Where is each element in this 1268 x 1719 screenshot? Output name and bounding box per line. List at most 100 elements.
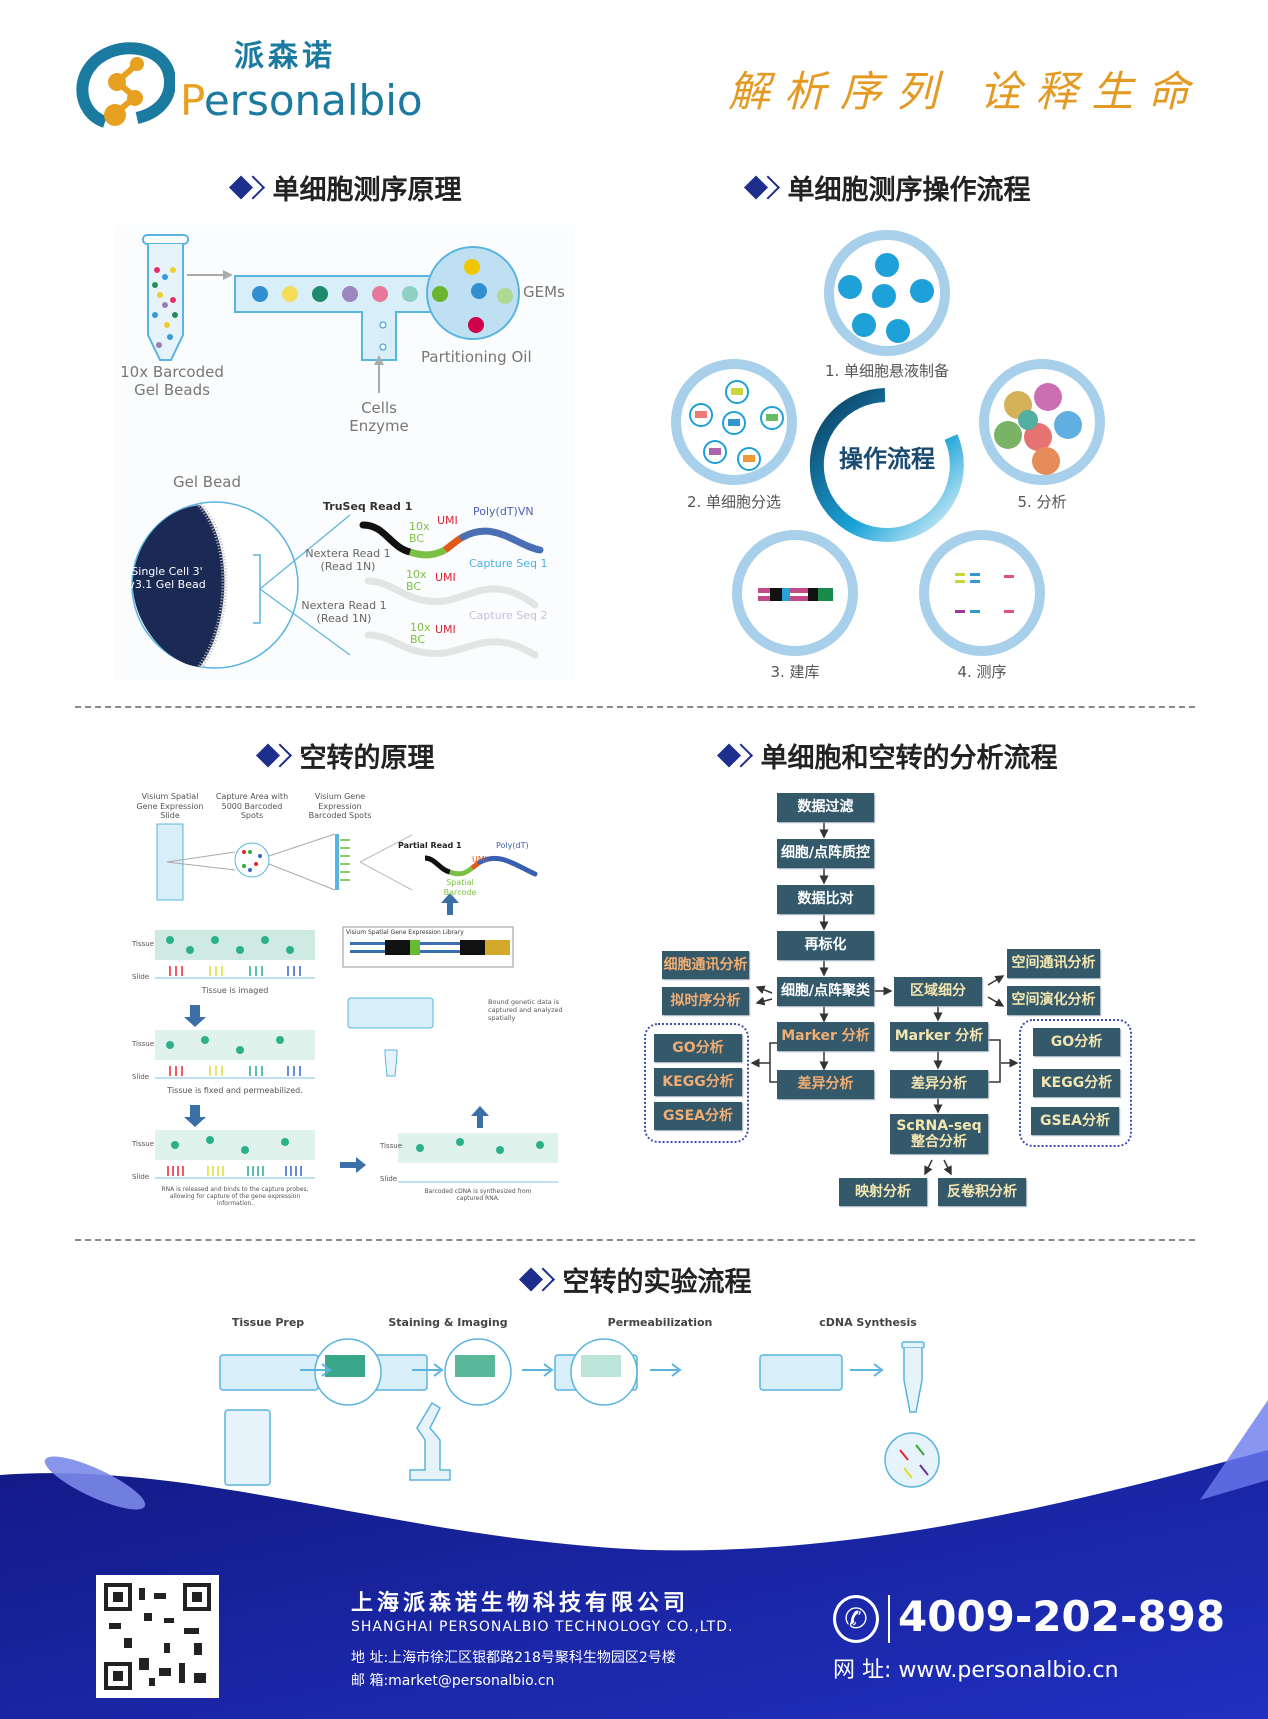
bead-tube-icon xyxy=(142,234,189,361)
gem-illustration xyxy=(131,234,544,669)
library-label: Visium Spatial Gene Expression Library xyxy=(346,929,464,936)
gems-label: GEMs xyxy=(523,283,565,301)
phone-icon: ✆ xyxy=(833,1595,879,1643)
qr-code[interactable] xyxy=(96,1575,219,1698)
bc-line-1: 10x xyxy=(409,520,430,533)
beads-label-line-1: 10x Barcoded xyxy=(120,363,224,381)
step-staining-imaging: Staining & Imaging xyxy=(388,1316,508,1329)
box-data-filter: 数据过滤 xyxy=(777,793,874,822)
label-visium-slide: Visium Spatial Gene Expression Slide xyxy=(136,792,204,821)
tissue-label: Tissue xyxy=(132,940,155,948)
integration-line-1: ScRNA-seq xyxy=(896,1117,982,1134)
slide-label: Slide xyxy=(132,1173,150,1181)
step-permeabilization: Permeabilization xyxy=(607,1316,713,1329)
oil-label: Partitioning Oil xyxy=(421,348,532,366)
bc-line-1: 10x xyxy=(406,568,427,581)
slogan: 解析序列 诠释生命 xyxy=(728,67,1204,116)
diamond-bullet-icon xyxy=(258,744,292,768)
box-mapping: 映射分析 xyxy=(839,1178,927,1206)
box-marker-left: Marker 分析 xyxy=(777,1022,874,1051)
step-tissue-prep: Tissue Prep xyxy=(231,1316,305,1329)
logo-rest: ersonalbio xyxy=(203,76,423,125)
workflow-illustration xyxy=(219,1338,940,1488)
gel-bead-label: Gel Bead xyxy=(173,473,242,491)
box-deconvolution: 反卷积分析 xyxy=(938,1178,1026,1206)
nextera-label-1: Nextera Read 1(Read 1N) xyxy=(305,547,390,573)
partial-read-label: Partial Read 1 xyxy=(398,841,462,850)
logo-mark-icon xyxy=(76,42,175,128)
step-label-3: 3. 建库 xyxy=(770,663,820,681)
umi-label-3: UMI xyxy=(435,623,456,636)
phone-divider xyxy=(888,1595,890,1643)
nextera-line-2: (Read 1N) xyxy=(316,612,372,626)
box-gsea-right: GSEA分析 xyxy=(1031,1107,1119,1135)
step-cdna-synthesis: cDNA Synthesis xyxy=(819,1316,917,1329)
logo-p: P xyxy=(180,76,204,125)
heading-text: 单细胞测序操作流程 xyxy=(787,175,1031,206)
umi-label: UMI xyxy=(437,514,458,527)
step4-circle xyxy=(919,530,1045,656)
st-workflow-diagram: Tissue Prep Staining & Imaging Permeabil… xyxy=(200,1300,1060,1500)
diamond-bullet-icon xyxy=(746,176,780,200)
label-barcoded-spots: Visium Gene Expression Barcoded Spots xyxy=(308,792,372,821)
company-email[interactable]: 邮 箱:market@personalbio.cn xyxy=(351,1673,555,1689)
heading-st-workflow: 空转的实验流程 xyxy=(521,1260,752,1299)
footer-background xyxy=(0,1400,1268,1719)
caption-imaged: Tissue is imaged xyxy=(201,986,269,995)
box-go-right: GO分析 xyxy=(1033,1028,1120,1056)
section-divider xyxy=(75,1239,1195,1241)
heading-text: 空转的原理 xyxy=(299,743,435,774)
label-capture-area: Capture Area with 5000 Barcoded Spots xyxy=(215,792,289,821)
company-name-cn: 上海派森诺生物科技有限公司 xyxy=(351,1591,690,1616)
slide-label: Slide xyxy=(132,1073,150,1081)
bc-line-2: BC xyxy=(409,532,425,546)
box-gsea-left: GSEA分析 xyxy=(654,1102,742,1130)
diamond-bullet-icon xyxy=(231,176,265,200)
heading-text: 空转的实验流程 xyxy=(562,1267,752,1298)
capture-seq-1-label: Capture Seq 1 xyxy=(469,557,548,570)
st-principle-diagram: Visium Spatial Gene Expression Slide Cap… xyxy=(130,790,570,1210)
phone-number[interactable]: 4009-202-898 xyxy=(898,1592,1226,1641)
enrichment-group-left xyxy=(644,1023,749,1143)
slide-label: Slide xyxy=(380,1175,398,1183)
cells-line-1: Cells xyxy=(361,399,397,417)
box-clustering: 细胞/点阵聚类 xyxy=(777,977,874,1006)
bead-name-line-1: Single Cell 3' xyxy=(131,565,203,578)
company-address: 地 址:上海市徐汇区银都路218号聚科生物园区2号楼 xyxy=(351,1650,676,1666)
heading-sc-principle: 单细胞测序原理 xyxy=(231,168,462,207)
heading-st-principle: 空转的原理 xyxy=(258,736,435,775)
heading-text: 单细胞和空转的分析流程 xyxy=(760,743,1058,774)
nextera-line-1: Nextera Read 1 xyxy=(301,599,387,612)
heading-text: 单细胞测序原理 xyxy=(272,175,462,206)
step-label-2: 2. 单细胞分选 xyxy=(686,493,782,511)
caption-rna-released: RNA is released and binds to the capture… xyxy=(161,1186,309,1208)
spatial-barcode-label: Spatial Barcode xyxy=(443,878,477,897)
workflow-circles xyxy=(671,230,1105,656)
tissue-label: Tissue xyxy=(132,1040,155,1048)
diamond-bullet-icon xyxy=(719,744,753,768)
bead-name: Single Cell 3'v3.1 Gel Bead xyxy=(128,565,205,591)
logo-chinese-name: 派森诺 xyxy=(234,39,336,74)
bc-line-2: BC xyxy=(406,580,422,594)
box-kegg-left: KEGG分析 xyxy=(654,1068,742,1096)
logo xyxy=(75,42,175,128)
section-divider xyxy=(75,706,1195,708)
logo-english-name: Personalbio xyxy=(180,80,423,122)
nextera-line-1: Nextera Read 1 xyxy=(305,547,391,560)
step-label-4: 4. 测序 xyxy=(957,663,1007,681)
step-label-1: 1. 单细胞悬液制备 xyxy=(824,362,950,380)
box-marker-right: Marker 分析 xyxy=(890,1022,988,1051)
truseq-label: TruSeq Read 1 xyxy=(323,500,413,513)
box-cell-communication: 细胞通讯分析 xyxy=(662,951,749,979)
box-kegg-right: KEGG分析 xyxy=(1033,1069,1120,1097)
website[interactable]: 网 址: www.personalbio.cn xyxy=(833,1658,1119,1683)
integration-line-2: 整合分析 xyxy=(911,1134,967,1150)
capture-seq-2-label: Capture Seq 2 xyxy=(469,609,548,622)
box-diff-right: 差异分析 xyxy=(890,1070,988,1098)
